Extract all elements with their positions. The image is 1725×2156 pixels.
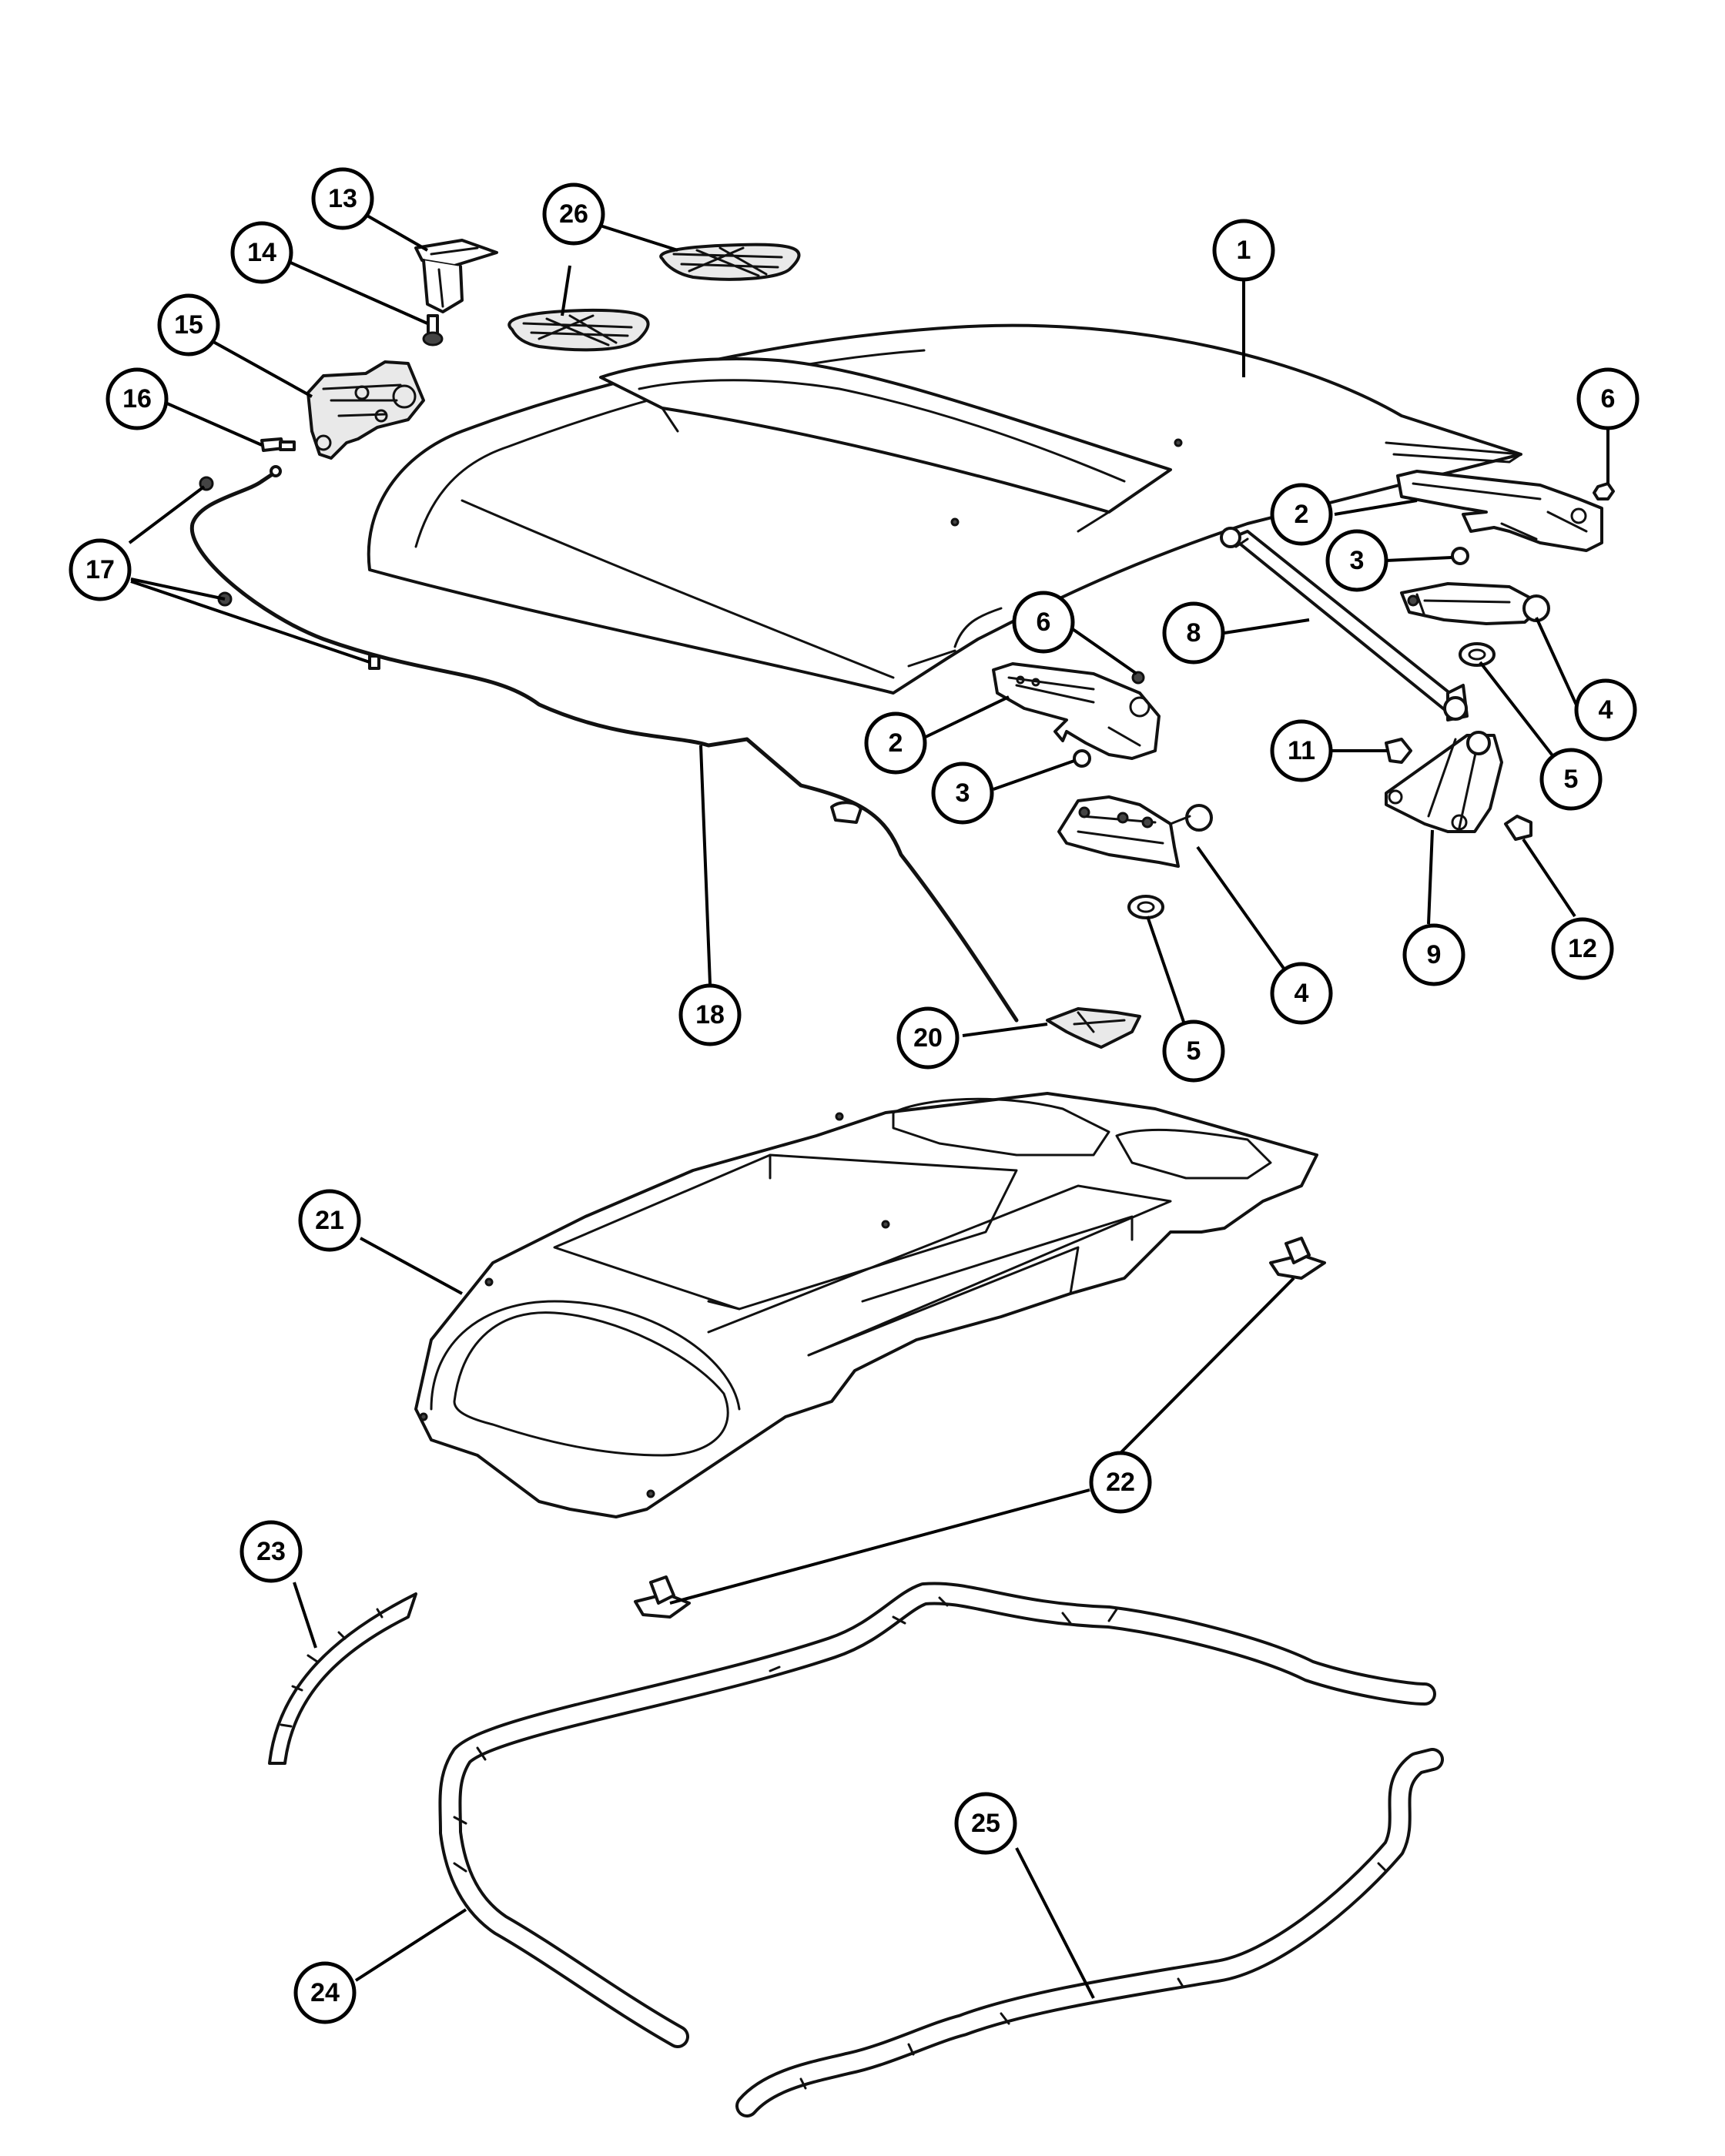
callout-22: 22 [1089,1451,1152,1514]
hood-seal [438,1582,1436,2048]
callout-16: 16 [106,367,169,430]
callout-2-upper: 2 [1270,483,1333,546]
retainer-clip-upper [1269,1237,1326,1280]
callout-13: 13 [311,167,374,230]
callout-6-lower-label: 6 [1037,608,1051,637]
callout-3-upper-label: 3 [1350,546,1365,575]
callout-26: 26 [542,182,605,246]
callout-22-label: 22 [1106,1468,1135,1497]
nut-lower [1131,671,1145,685]
hinge-base-lower [1057,795,1213,868]
callout-18: 18 [678,983,742,1046]
callout-18-label: 18 [695,1000,725,1029]
callout-6-lower: 6 [1012,591,1075,654]
callout-3-lower: 3 [931,762,994,825]
washer-upper [1459,642,1496,667]
callout-13-label: 13 [328,184,357,213]
callout-6-upper-label: 6 [1601,384,1616,413]
hood-latch [306,360,425,460]
seal-strip [268,1592,417,1765]
callout-15-label: 15 [174,310,203,340]
hinge-bolt-lower [1073,749,1091,768]
callout-5-lower-label: 5 [1187,1036,1201,1066]
callout-5-lower: 5 [1162,1019,1225,1083]
hood-seal-rear [735,1748,1444,2118]
callout-6-upper: 6 [1576,367,1640,430]
nut-upper [1593,482,1615,500]
bolt [422,314,444,346]
callout-1-label: 1 [1237,236,1251,265]
latch-screw [260,437,296,452]
hood-strut [1220,527,1469,721]
retainer-clip-lower [634,1575,691,1619]
callout-25: 25 [954,1792,1017,1855]
strut-bracket [1385,731,1503,833]
latch-bracket [414,239,498,313]
callout-2-lower-label: 2 [889,728,903,758]
callout-14: 14 [230,221,293,284]
callout-17: 17 [69,538,132,601]
bracket-nut-left [1385,738,1412,764]
callout-17-label: 17 [85,555,115,584]
callout-11: 11 [1270,719,1333,782]
cable-clips [199,476,380,670]
callout-8-label: 8 [1187,618,1201,648]
callout-12: 12 [1551,917,1614,980]
callout-2-lower: 2 [864,711,927,775]
callout-23-label: 23 [256,1537,286,1566]
callout-26-label: 26 [559,199,588,229]
callout-5-upper-label: 5 [1564,765,1579,794]
hinge-base-upper [1400,582,1550,625]
bracket-nut-right [1504,815,1532,841]
hood-panel [367,323,1522,695]
callout-21-label: 21 [315,1206,344,1235]
callout-16-label: 16 [122,384,152,413]
callout-2-upper-label: 2 [1295,500,1309,529]
callout-5-upper: 5 [1539,748,1603,811]
callout-25-label: 25 [971,1809,1000,1838]
callout-21: 21 [298,1189,361,1252]
callout-24: 24 [293,1961,357,2024]
callout-15: 15 [157,293,220,357]
callout-14-label: 14 [247,238,276,267]
callout-20: 20 [896,1006,960,1070]
hood-insulator [414,1092,1318,1518]
callout-9-label: 9 [1427,940,1442,969]
callout-4-upper: 4 [1574,678,1637,742]
hood-release-cable [189,465,1019,1023]
hood-vent-grilles [507,243,801,352]
washer-lower [1127,895,1164,919]
callout-3-upper: 3 [1325,529,1388,592]
hinge-bolt-upper [1451,547,1469,565]
callout-11-label: 11 [1288,736,1315,765]
callout-4-upper-label: 4 [1599,695,1613,725]
callout-4-lower-label: 4 [1295,979,1309,1008]
release-handle [1046,1007,1141,1049]
callout-4-lower: 4 [1270,962,1333,1025]
callout-1: 1 [1212,219,1275,282]
hood-hinge-lower [992,662,1161,760]
callout-24-label: 24 [310,1978,340,2007]
callout-20-label: 20 [913,1023,943,1053]
hood-hinge-upper [1396,470,1603,552]
callout-12-label: 12 [1568,934,1597,963]
callout-9: 9 [1402,923,1465,986]
callout-3-lower-label: 3 [956,778,970,808]
callout-8: 8 [1162,601,1225,665]
callout-23: 23 [239,1520,303,1583]
